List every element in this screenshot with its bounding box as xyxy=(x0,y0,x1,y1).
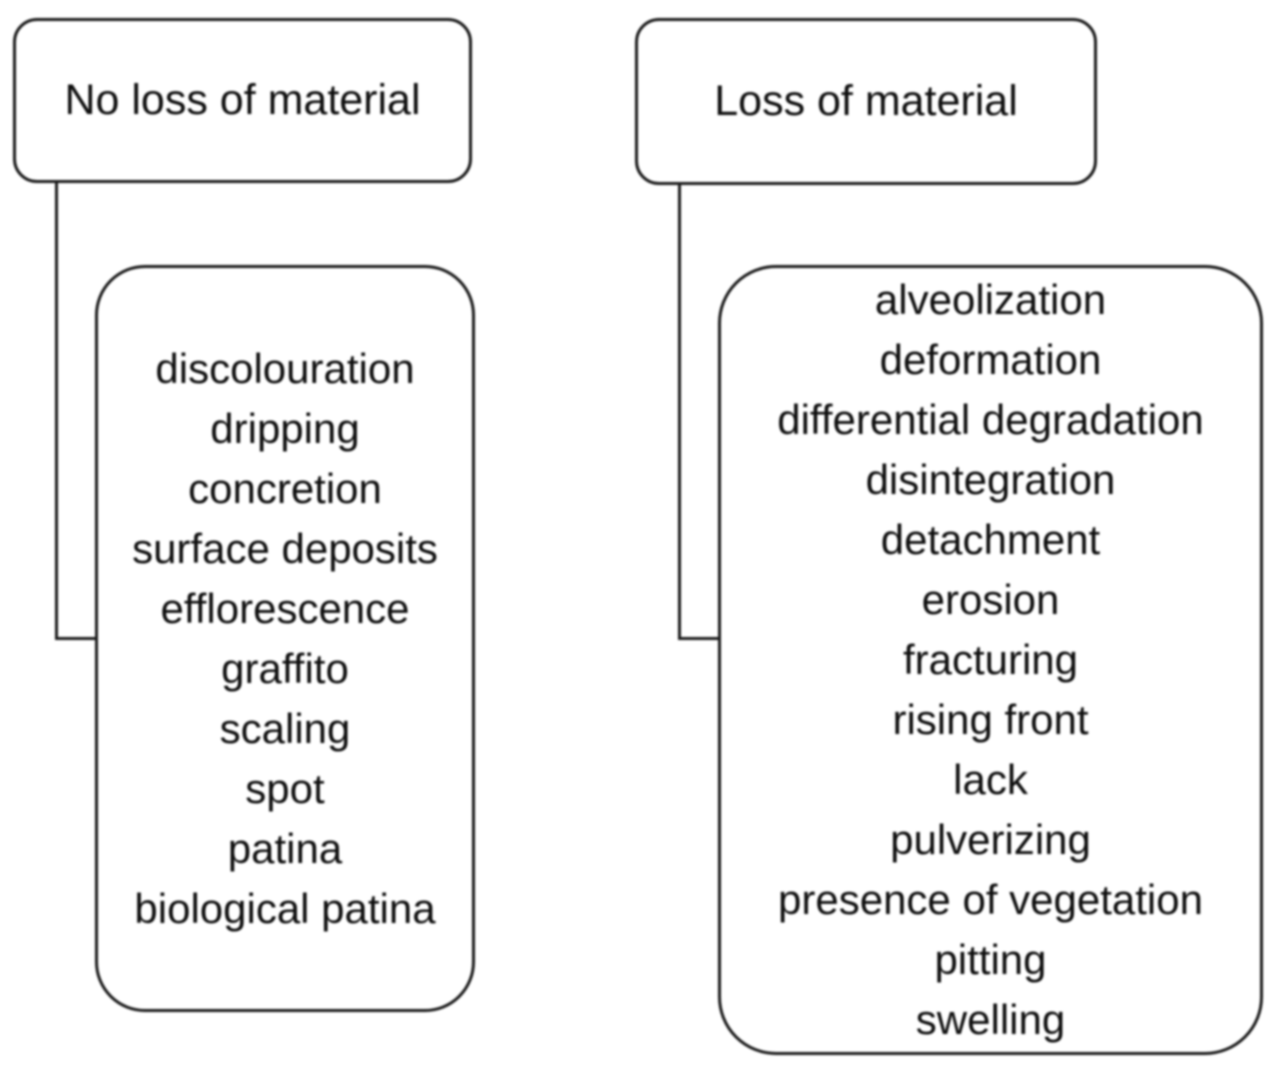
list-item: erosion xyxy=(921,576,1060,623)
category-box-no-loss-of-material: No loss of material xyxy=(13,18,472,183)
list-item: alveolization xyxy=(874,276,1107,323)
connector-line-vertical-left xyxy=(55,183,58,640)
list-item: disintegration xyxy=(865,456,1116,503)
connector-line-horizontal-left xyxy=(55,637,98,640)
list-item: pulverizing xyxy=(890,816,1091,863)
category-title: No loss of material xyxy=(64,75,421,124)
list-box-no-loss-of-material: discolouration dripping concretion surface … xyxy=(95,265,475,1012)
list-item: fracturing xyxy=(902,636,1079,683)
list-item: pitting xyxy=(934,936,1047,983)
list-item: discolouration xyxy=(155,344,415,392)
connector-line-horizontal-right xyxy=(678,637,721,640)
list-item: graffito xyxy=(221,644,349,692)
list-box-loss-of-material: alveolization deformation differential deg… xyxy=(718,265,1263,1055)
list-item: concretion xyxy=(188,464,382,512)
list-item: lack xyxy=(953,756,1028,803)
list-item: patina xyxy=(227,824,343,872)
list-item: scaling xyxy=(219,704,351,752)
list-item: biological patina xyxy=(134,884,436,932)
list-item: efflorescence xyxy=(160,584,410,632)
list-item: rising front xyxy=(892,696,1089,743)
list-item: presence of vegetation xyxy=(778,876,1203,923)
connector-line-vertical-right xyxy=(678,185,681,640)
list-item: spot xyxy=(245,764,325,812)
list-item: surface deposits xyxy=(132,524,438,572)
list-item: differential degradation xyxy=(777,396,1204,443)
list-item: deformation xyxy=(879,336,1102,383)
category-title: Loss of material xyxy=(714,76,1018,125)
list-item: swelling xyxy=(915,996,1066,1043)
list-item: detachment xyxy=(880,516,1101,563)
list-item: dripping xyxy=(210,404,360,452)
category-box-loss-of-material: Loss of material xyxy=(635,18,1097,185)
